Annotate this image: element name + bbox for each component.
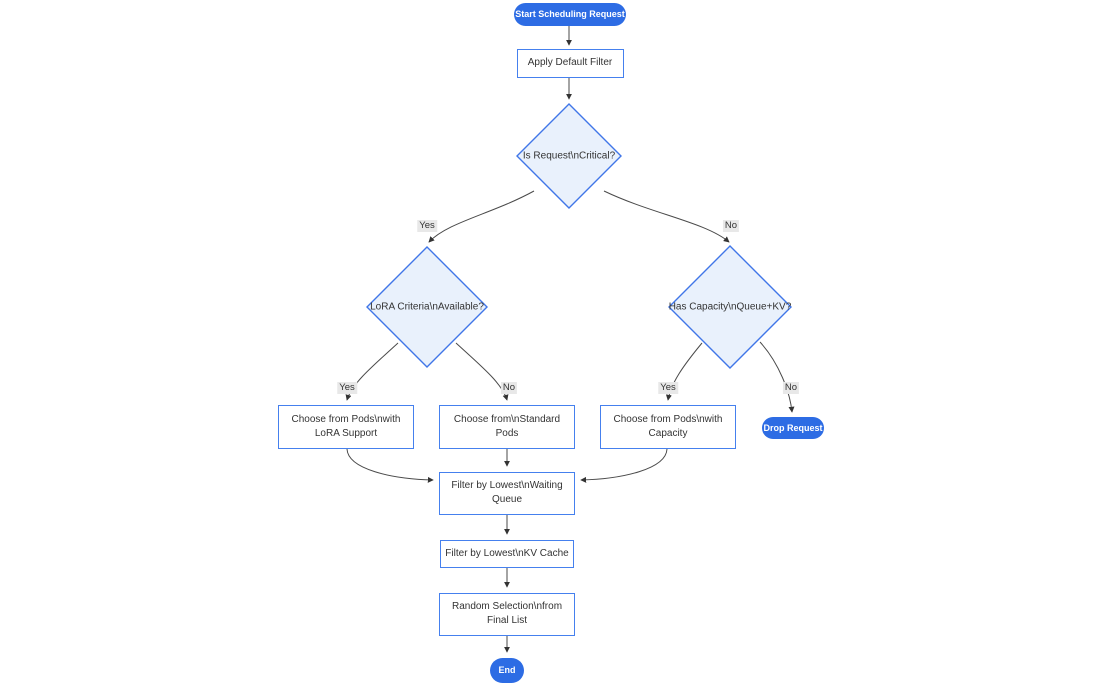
edge-label-no: No — [782, 382, 800, 394]
node-label-line: Drop Request — [763, 423, 823, 433]
node-apply-default-filter: Apply Default Filter — [516, 48, 624, 78]
node-label-line: LoRA Support — [314, 428, 378, 439]
edge-is-request-critical-to-has-capacity-queue-kv — [603, 190, 730, 243]
node-drop-request: Drop Request — [762, 417, 824, 439]
node-label-line: Random Selection\nfrom — [451, 601, 563, 612]
node-label-line: Choose from Pods\nwith — [613, 414, 723, 425]
node-label-line: Start Scheduling Request — [515, 9, 625, 19]
node-label-line: Choose from\nStandard — [453, 414, 561, 425]
edge-label-yes: Yes — [658, 382, 678, 394]
node-label-line: Apply Default Filter — [527, 57, 613, 68]
node-has-capacity-queue-kv — [668, 245, 792, 369]
node-label-lora-criteria-available: LoRA Criteria\nAvailable? — [370, 301, 484, 313]
node-filter-lowest-kv-cache: Filter by Lowest\nKV Cache — [440, 540, 574, 568]
node-label-line: Final List — [486, 615, 527, 626]
node-lora-criteria-available — [366, 246, 488, 368]
edge-label-yes: Yes — [417, 220, 437, 232]
edge-has-capacity-queue-kv-to-drop-request — [759, 341, 795, 413]
edge-lora-criteria-available-to-choose-standard-pods — [455, 342, 509, 401]
node-is-request-critical — [516, 103, 622, 209]
node-start: Start Scheduling Request — [514, 2, 626, 26]
node-label-line: Pods — [495, 428, 519, 439]
node-label-line: Queue — [491, 494, 523, 505]
node-label-line: Capacity — [648, 428, 688, 439]
edge-is-request-critical-to-lora-criteria-available — [428, 190, 535, 243]
edge-choose-pods-lora-to-filter-lowest-waiting-queue — [346, 448, 434, 483]
node-end: End — [490, 657, 524, 683]
node-label-line: Filter by Lowest\nKV Cache — [445, 548, 569, 559]
node-label-line: Choose from Pods\nwith — [291, 414, 401, 425]
edge-has-capacity-queue-kv-to-choose-pods-capacity — [665, 342, 703, 401]
node-label-has-capacity-queue-kv: Has Capacity\nQueue+KV? — [668, 301, 792, 313]
node-label-line: End — [498, 665, 516, 675]
edge-label-no: No — [500, 382, 518, 394]
node-label-line: Filter by Lowest\nWaiting — [451, 480, 563, 491]
edge-label-no: No — [722, 220, 740, 232]
edge-label-yes: Yes — [337, 382, 357, 394]
edge-lora-criteria-available-to-choose-pods-lora — [345, 342, 399, 401]
node-label-is-request-critical: Is Request\nCritical? — [522, 150, 616, 162]
edge-choose-pods-capacity-to-filter-lowest-waiting-queue — [580, 448, 668, 483]
